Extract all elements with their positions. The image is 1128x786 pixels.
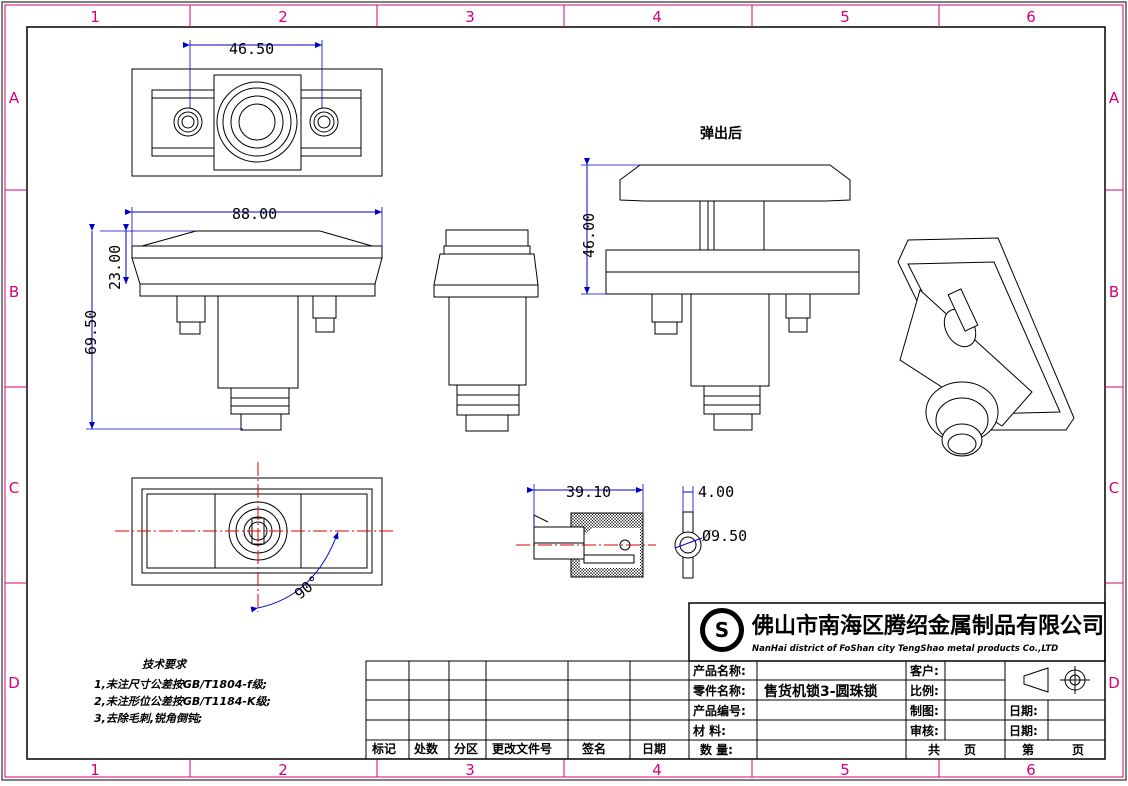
drawn-label: 制图:	[910, 703, 939, 718]
zone-col-6: 6	[1026, 8, 1036, 26]
dim-88-00-label: 88.00	[232, 205, 277, 223]
scale-label: 比例:	[910, 683, 939, 698]
zone-row-a-right: A	[1109, 89, 1120, 107]
dim-46-00: 46.00	[580, 158, 640, 295]
title-block-fields: 产品名称: 零件名称: 售货机锁3-圆珠锁 产品编号: 材 料: 数 量: 客户…	[692, 663, 1084, 757]
dim-4-00: 4.00	[682, 483, 734, 512]
rev-header-sign: 签名	[581, 741, 606, 756]
side-view	[433, 229, 539, 432]
rev-header-zone: 分区	[454, 741, 478, 756]
dim-46-00-label: 46.00	[580, 213, 598, 258]
zone-row-b: B	[9, 283, 19, 301]
dim-46-50: 46.50	[183, 40, 323, 108]
zone-row-c: C	[9, 479, 19, 497]
front-view	[131, 230, 383, 431]
technical-notes: 技术要求 1,未注尺寸公差按GB/T1804-f级; 2,未注形位公差按GB/T…	[94, 658, 271, 725]
zone-col-5: 5	[840, 8, 850, 26]
page-label-1: 页	[964, 743, 976, 757]
dim-39-10: 39.10	[527, 483, 644, 527]
zone-row-b-right: B	[1109, 283, 1119, 301]
top-view	[131, 68, 383, 177]
total-label: 共	[928, 742, 940, 757]
customer-label: 客户:	[909, 663, 939, 678]
zone-row-a: A	[9, 89, 20, 107]
bottom-view-centerlines	[115, 462, 395, 612]
key-end-view	[674, 511, 702, 579]
material-label: 材 料:	[692, 723, 726, 738]
dim-4-00-label: 4.00	[698, 483, 734, 501]
dim-23-00-label: 23.00	[106, 245, 124, 290]
part-name-value: 售货机锁3-圆珠锁	[763, 683, 878, 700]
zone-col-4-bottom: 4	[652, 761, 662, 779]
company-name-en: NanHai district of FoShan city TengShao …	[752, 644, 1058, 654]
sheet-label: 第	[1022, 742, 1034, 757]
dim-9-50-label: Ø9.50	[702, 527, 747, 545]
popped-view	[605, 164, 860, 431]
dim-88-00: 88.00	[125, 205, 383, 246]
dim-90-label: 90°	[291, 572, 323, 603]
product-name-label: 产品名称:	[693, 663, 746, 678]
dim-90-angle: 90°	[250, 531, 339, 613]
company-name-cn: 佛山市南海区腾绍金属制品有限公司	[751, 613, 1104, 639]
date-label-1: 日期:	[1009, 703, 1038, 718]
note-item-1: 1,未注尺寸公差按GB/T1804-f级;	[94, 678, 267, 691]
isometric-view	[897, 237, 1075, 457]
dim-69-50-label: 69.50	[82, 310, 100, 355]
title-block	[365, 660, 1106, 760]
zone-col-2-bottom: 2	[278, 761, 288, 779]
note-item-2: 2,未注形位公差按GB/T1184-K级;	[94, 695, 271, 708]
dim-39-10-label: 39.10	[566, 483, 611, 501]
dim-23-00: 23.00	[100, 224, 196, 290]
rev-header-mark: 标记	[371, 741, 396, 756]
quantity-label: 数 量:	[700, 742, 733, 757]
zone-col-1-bottom: 1	[90, 761, 100, 779]
zone-col-3: 3	[465, 8, 475, 26]
zone-col-3-bottom: 3	[465, 761, 475, 779]
zone-col-2: 2	[278, 8, 288, 26]
rev-header-doc-no: 更改文件号	[492, 741, 552, 756]
popped-view-label: 弹出后	[700, 125, 742, 142]
projection-symbol-icon	[1023, 666, 1090, 694]
page-label-2: 页	[1072, 743, 1084, 757]
note-item-3: 3,去除毛刺,锐角倒钝;	[94, 712, 202, 725]
zone-col-1: 1	[90, 8, 100, 26]
revision-headers: 标记 处数 分区 更改文件号 签名 日期	[371, 741, 666, 756]
part-name-label: 零件名称:	[692, 683, 746, 698]
zone-row-d-right: D	[1108, 674, 1120, 692]
zone-row-c-right: C	[1109, 479, 1119, 497]
rev-header-date: 日期	[642, 741, 666, 756]
date-label-2: 日期:	[1009, 723, 1038, 738]
company-block: S 佛山市南海区腾绍金属制品有限公司 NanHai district of Fo…	[688, 602, 1106, 662]
review-label: 审核:	[910, 723, 939, 738]
dim-69-50: 69.50	[82, 224, 243, 430]
rev-header-count: 处数	[413, 741, 439, 756]
zone-col-5-bottom: 5	[840, 761, 850, 779]
dim-9-50: Ø9.50	[674, 527, 747, 549]
notes-title: 技术要求	[142, 658, 188, 671]
zone-row-d: D	[8, 674, 20, 692]
zone-labels: 1 2 3 4 5 6 1 2 3 4 5 6 A B C D A B C D	[8, 8, 1120, 779]
product-no-label: 产品编号:	[693, 703, 746, 718]
zone-col-4: 4	[652, 8, 662, 26]
zone-col-6-bottom: 6	[1026, 761, 1036, 779]
dim-46-50-label: 46.50	[229, 40, 274, 58]
svg-text:S: S	[715, 618, 729, 642]
